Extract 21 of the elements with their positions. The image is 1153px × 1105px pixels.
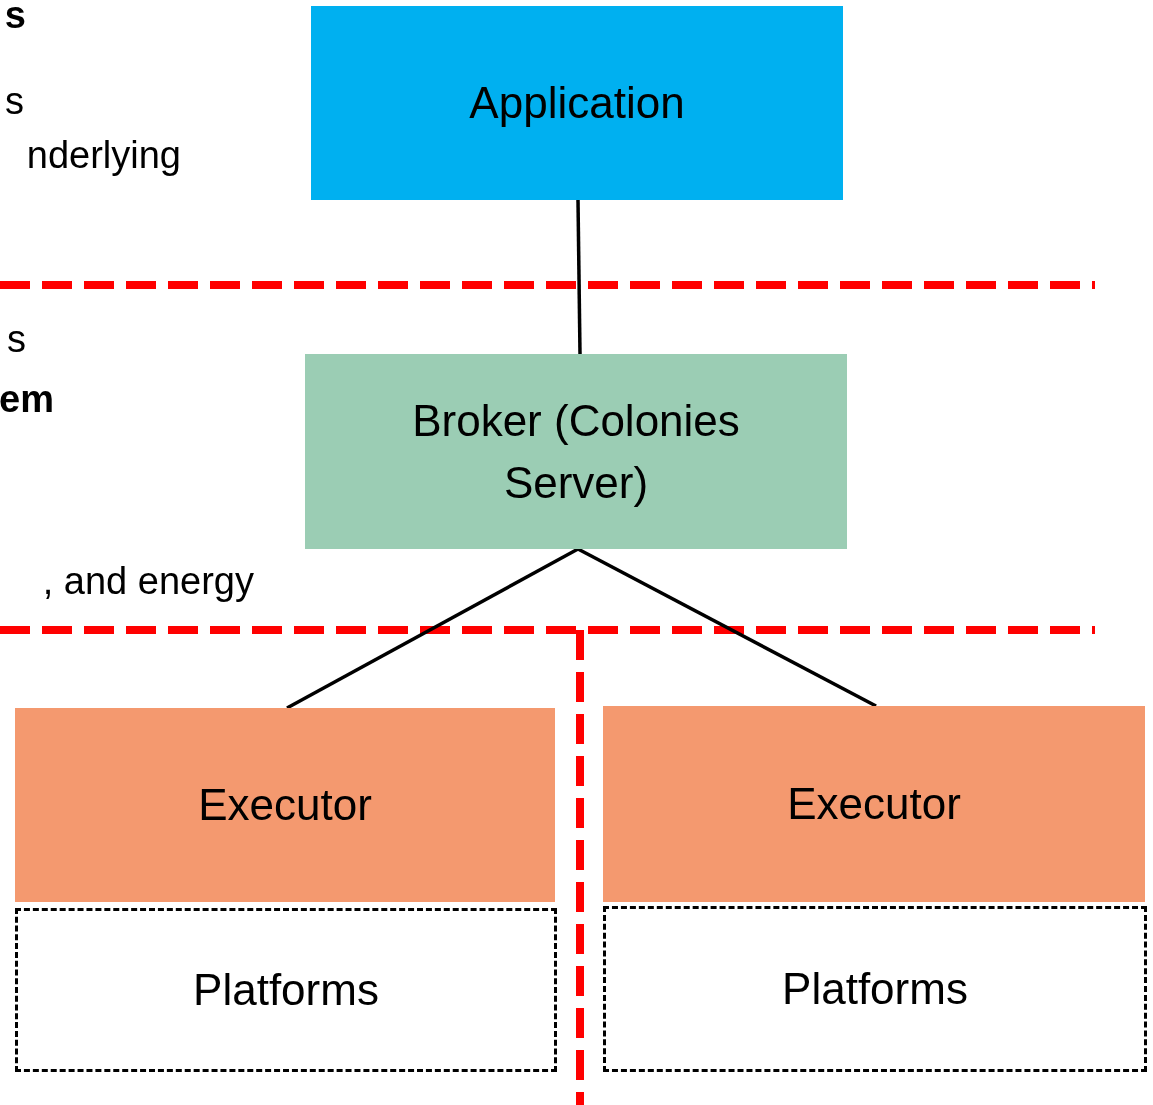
platform-box: [15, 908, 557, 1072]
text-fragment: s: [7, 318, 26, 361]
platform-box: [603, 906, 1147, 1072]
text-fragment: s: [4, 0, 26, 37]
broker-box: [305, 354, 847, 549]
node-label: Platforms: [192, 964, 380, 1017]
node-label: Executor: [786, 778, 962, 831]
text-fragment: s: [5, 80, 24, 123]
text-fragment: nderlying: [26, 134, 181, 177]
connector-line: [576, 199, 582, 355]
node-label: Executor: [197, 779, 373, 832]
connector-line: [286, 547, 579, 710]
text-fragment: em: [0, 378, 54, 421]
text-fragment: , and energy: [42, 560, 254, 603]
connector-line: [577, 547, 877, 708]
node-label: Platforms: [781, 963, 969, 1016]
node-label: Application: [468, 77, 686, 130]
executor-box: [603, 706, 1145, 902]
executor-box: [15, 708, 555, 902]
node-label: Broker (Colonies Server): [411, 394, 741, 509]
application-box: [311, 6, 843, 200]
